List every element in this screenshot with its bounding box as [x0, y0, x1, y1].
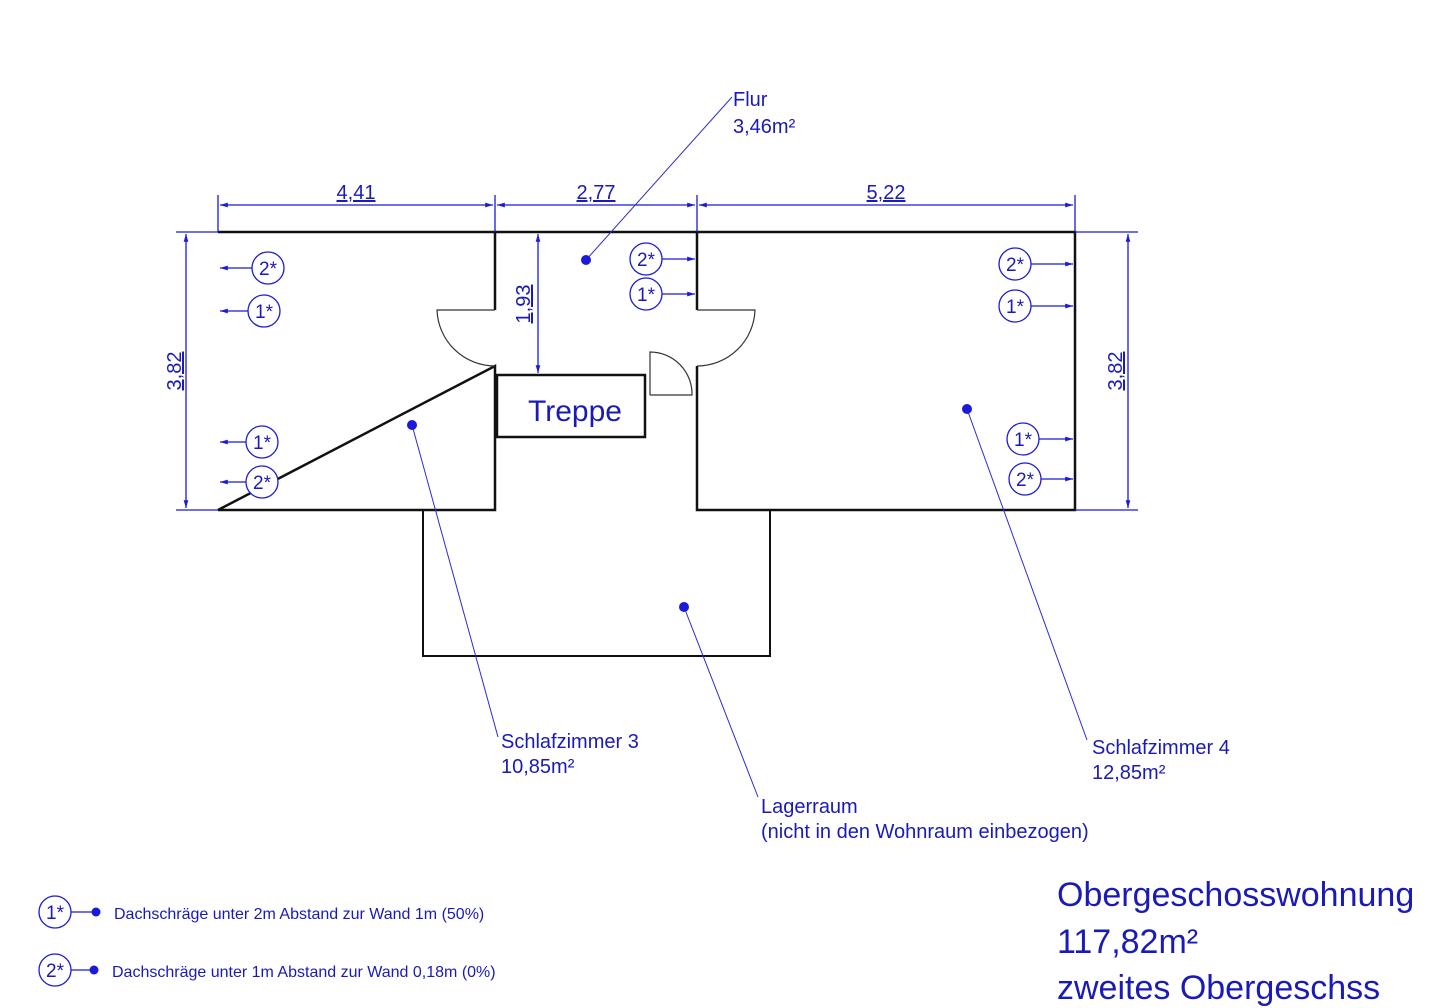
lagerraum-walls [422, 510, 771, 657]
legend-text-1: Dachschräge unter 2m Abstand zur Wand 1m… [114, 906, 484, 923]
door-left [436, 309, 496, 367]
legend: 1* Dachschräge unter 2m Abstand zur Wand… [38, 895, 496, 987]
marker-2: 2* [1016, 470, 1035, 491]
lagerraum-name: Lagerraum [761, 796, 858, 818]
dim-right-height: 3,82 [1105, 352, 1127, 391]
dim-top-mid: 2,77 [577, 182, 616, 204]
slope-markers: 2* 1* 1* 2* 2* 1* 2* 1* 1* 2* [220, 242, 1073, 499]
marker-1: 1* [255, 302, 274, 323]
dim-left-height: 3,82 [164, 352, 186, 391]
room-labels: Flur 3,46m² Treppe Schlafzimmer 3 10,85m… [407, 89, 1230, 843]
title-line-2: 117,82m² [1057, 923, 1198, 961]
title-line-3: zweites Obergeschss [1057, 969, 1380, 1007]
lagerraum-note: (nicht in den Wohnraum einbezogen) [761, 821, 1089, 843]
treppe-box [495, 373, 647, 439]
schlafzimmer3-name: Schlafzimmer 3 [501, 731, 639, 753]
dim-flur-depth: 1,93 [513, 285, 535, 324]
flur-name: Flur [733, 89, 768, 111]
marker-2-circle [251, 251, 285, 285]
schlafzimmer4-area: 12,85m² [1092, 762, 1166, 784]
treppe-label: Treppe [528, 395, 622, 428]
marker-2: 2* [637, 250, 656, 271]
marker-1: 1* [1014, 430, 1033, 451]
dim-top-right: 5,22 [867, 182, 906, 204]
legend-marker-2: 2* [46, 961, 65, 982]
dimensions: 4,41 2,77 5,22 3,82 3,82 1,93 [164, 182, 1138, 511]
schlafzimmer4-name: Schlafzimmer 4 [1092, 737, 1230, 759]
marker-2: 2* [1006, 255, 1025, 276]
marker-1: 1* [637, 285, 656, 306]
marker-1: 1* [253, 433, 272, 454]
flur-area: 3,46m² [733, 116, 796, 138]
walls [217, 230, 1077, 657]
title-line-1: Obergeschosswohnung [1057, 876, 1414, 914]
title-block: Obergeschosswohnung 117,82m² zweites Obe… [1057, 876, 1414, 1007]
marker-1: 1* [1006, 297, 1025, 318]
legend-text-2: Dachschräge unter 1m Abstand zur Wand 0,… [112, 964, 496, 981]
schlafzimmer4-walls [695, 230, 1077, 512]
marker-2: 2* [259, 259, 278, 280]
door-treppe [649, 351, 693, 396]
dim-top-left: 4,41 [337, 182, 376, 204]
door-right [696, 309, 756, 367]
marker-2: 2* [253, 473, 272, 494]
legend-marker-1: 1* [46, 903, 65, 924]
schlafzimmer3-area: 10,85m² [501, 756, 575, 778]
